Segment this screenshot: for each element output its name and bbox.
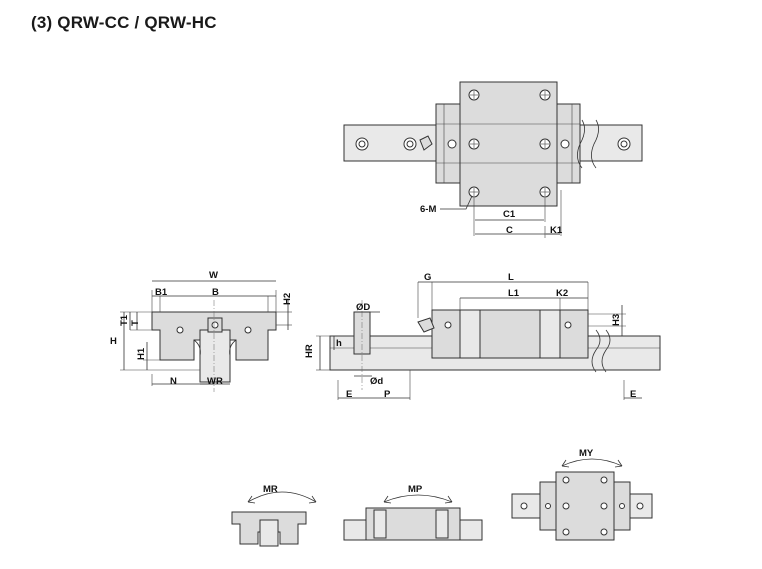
moment-mp-label: MP: [408, 484, 423, 495]
moment-mp: MP: [343, 484, 483, 541]
dim-t1-label: T1: [119, 314, 130, 326]
grease-nipple-side: [417, 317, 435, 333]
rail-front: [199, 329, 231, 383]
dim-d-big-label: ØD: [356, 302, 370, 313]
dim-h1-label: H1: [136, 347, 147, 360]
dim-wr-label: WR: [207, 376, 223, 387]
dim-n-label: N: [170, 376, 177, 387]
moment-my: MY: [511, 448, 653, 541]
dim-d-small-label: Ød: [370, 376, 383, 387]
dim-w-label: W: [209, 270, 218, 281]
dim-e-label: E: [346, 389, 352, 400]
dim-b-label: B: [212, 287, 219, 298]
dim-c1-label: C1: [503, 209, 516, 220]
dim-h2-label: H2: [282, 293, 293, 305]
grease-nipple-top: [419, 135, 433, 151]
side-view: G L L1 K2 H3 ØD h HR Ød E P E: [304, 272, 661, 400]
dim-l-label: L: [508, 272, 514, 283]
dim-c-label: C: [506, 225, 513, 236]
block-side: [431, 309, 589, 359]
dim-h3-label: H3: [611, 314, 622, 326]
moment-mr: MR: [231, 484, 317, 547]
top-view: 6-M C1 C K1: [343, 81, 643, 238]
moment-mr-label: MR: [263, 484, 278, 495]
dim-6m-label: 6-M: [420, 204, 436, 215]
dim-e-right-label: E: [630, 389, 636, 400]
dim-t-label: T: [130, 320, 141, 326]
dim-k1-label: K1: [550, 225, 563, 236]
dim-k2-label: K2: [556, 288, 568, 299]
moment-my-label: MY: [579, 448, 594, 459]
front-view: W B B1 H2 T T1 H H1 N WR: [110, 270, 293, 392]
dim-p-label: P: [384, 389, 391, 400]
dim-hr-label: HR: [304, 344, 315, 358]
dim-h-small-label: h: [336, 338, 342, 349]
dim-h-label: H: [110, 336, 117, 347]
page-title: (3) QRW-CC / QRW-HC: [31, 13, 217, 32]
dim-b1-label: B1: [155, 287, 168, 298]
dim-g-label: G: [424, 272, 431, 283]
dim-l1-label: L1: [508, 288, 520, 299]
